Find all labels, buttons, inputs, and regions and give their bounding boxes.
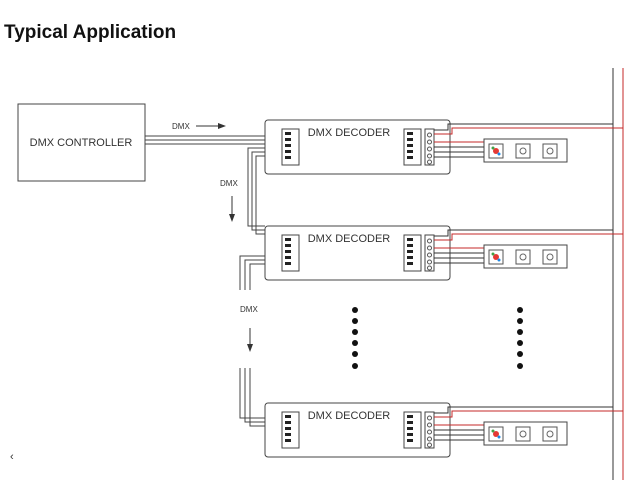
led-strip-1	[483, 138, 568, 163]
dmx-chain-wires-2-out	[239, 255, 265, 290]
dmx-label-chain-2: DMX	[240, 305, 258, 314]
continuation-dots-right	[517, 307, 523, 369]
dmx-arrow-down-1	[229, 196, 235, 222]
controller-dmx-wires	[145, 135, 265, 145]
dmx-label-top: DMX	[172, 122, 190, 131]
dmx-controller-box	[17, 103, 146, 182]
dmx-chain-wires-1-2	[247, 147, 265, 235]
dmx-arrow-right	[196, 123, 226, 129]
decoder-1-label: DMX DECODER	[308, 127, 391, 139]
led-output-wires	[434, 141, 484, 441]
decoder-2-label: DMX DECODER	[308, 233, 391, 245]
footer-glyph: ‹	[10, 451, 14, 463]
led-strip-2	[483, 244, 568, 269]
power-connections	[434, 123, 623, 418]
dmx-chain-wires-into-3	[239, 368, 265, 427]
decoder-3-label: DMX DECODER	[308, 410, 391, 422]
dmx-controller-label: DMX CONTROLLER	[30, 137, 133, 149]
led-strip-3	[483, 421, 568, 446]
dmx-arrow-down-2	[247, 328, 253, 352]
power-rails	[612, 68, 624, 480]
page-title: Typical Application	[4, 22, 177, 43]
dmx-decoder-1	[264, 119, 451, 175]
continuation-dots-left	[352, 307, 358, 369]
dmx-label-chain-1: DMX	[220, 179, 238, 188]
